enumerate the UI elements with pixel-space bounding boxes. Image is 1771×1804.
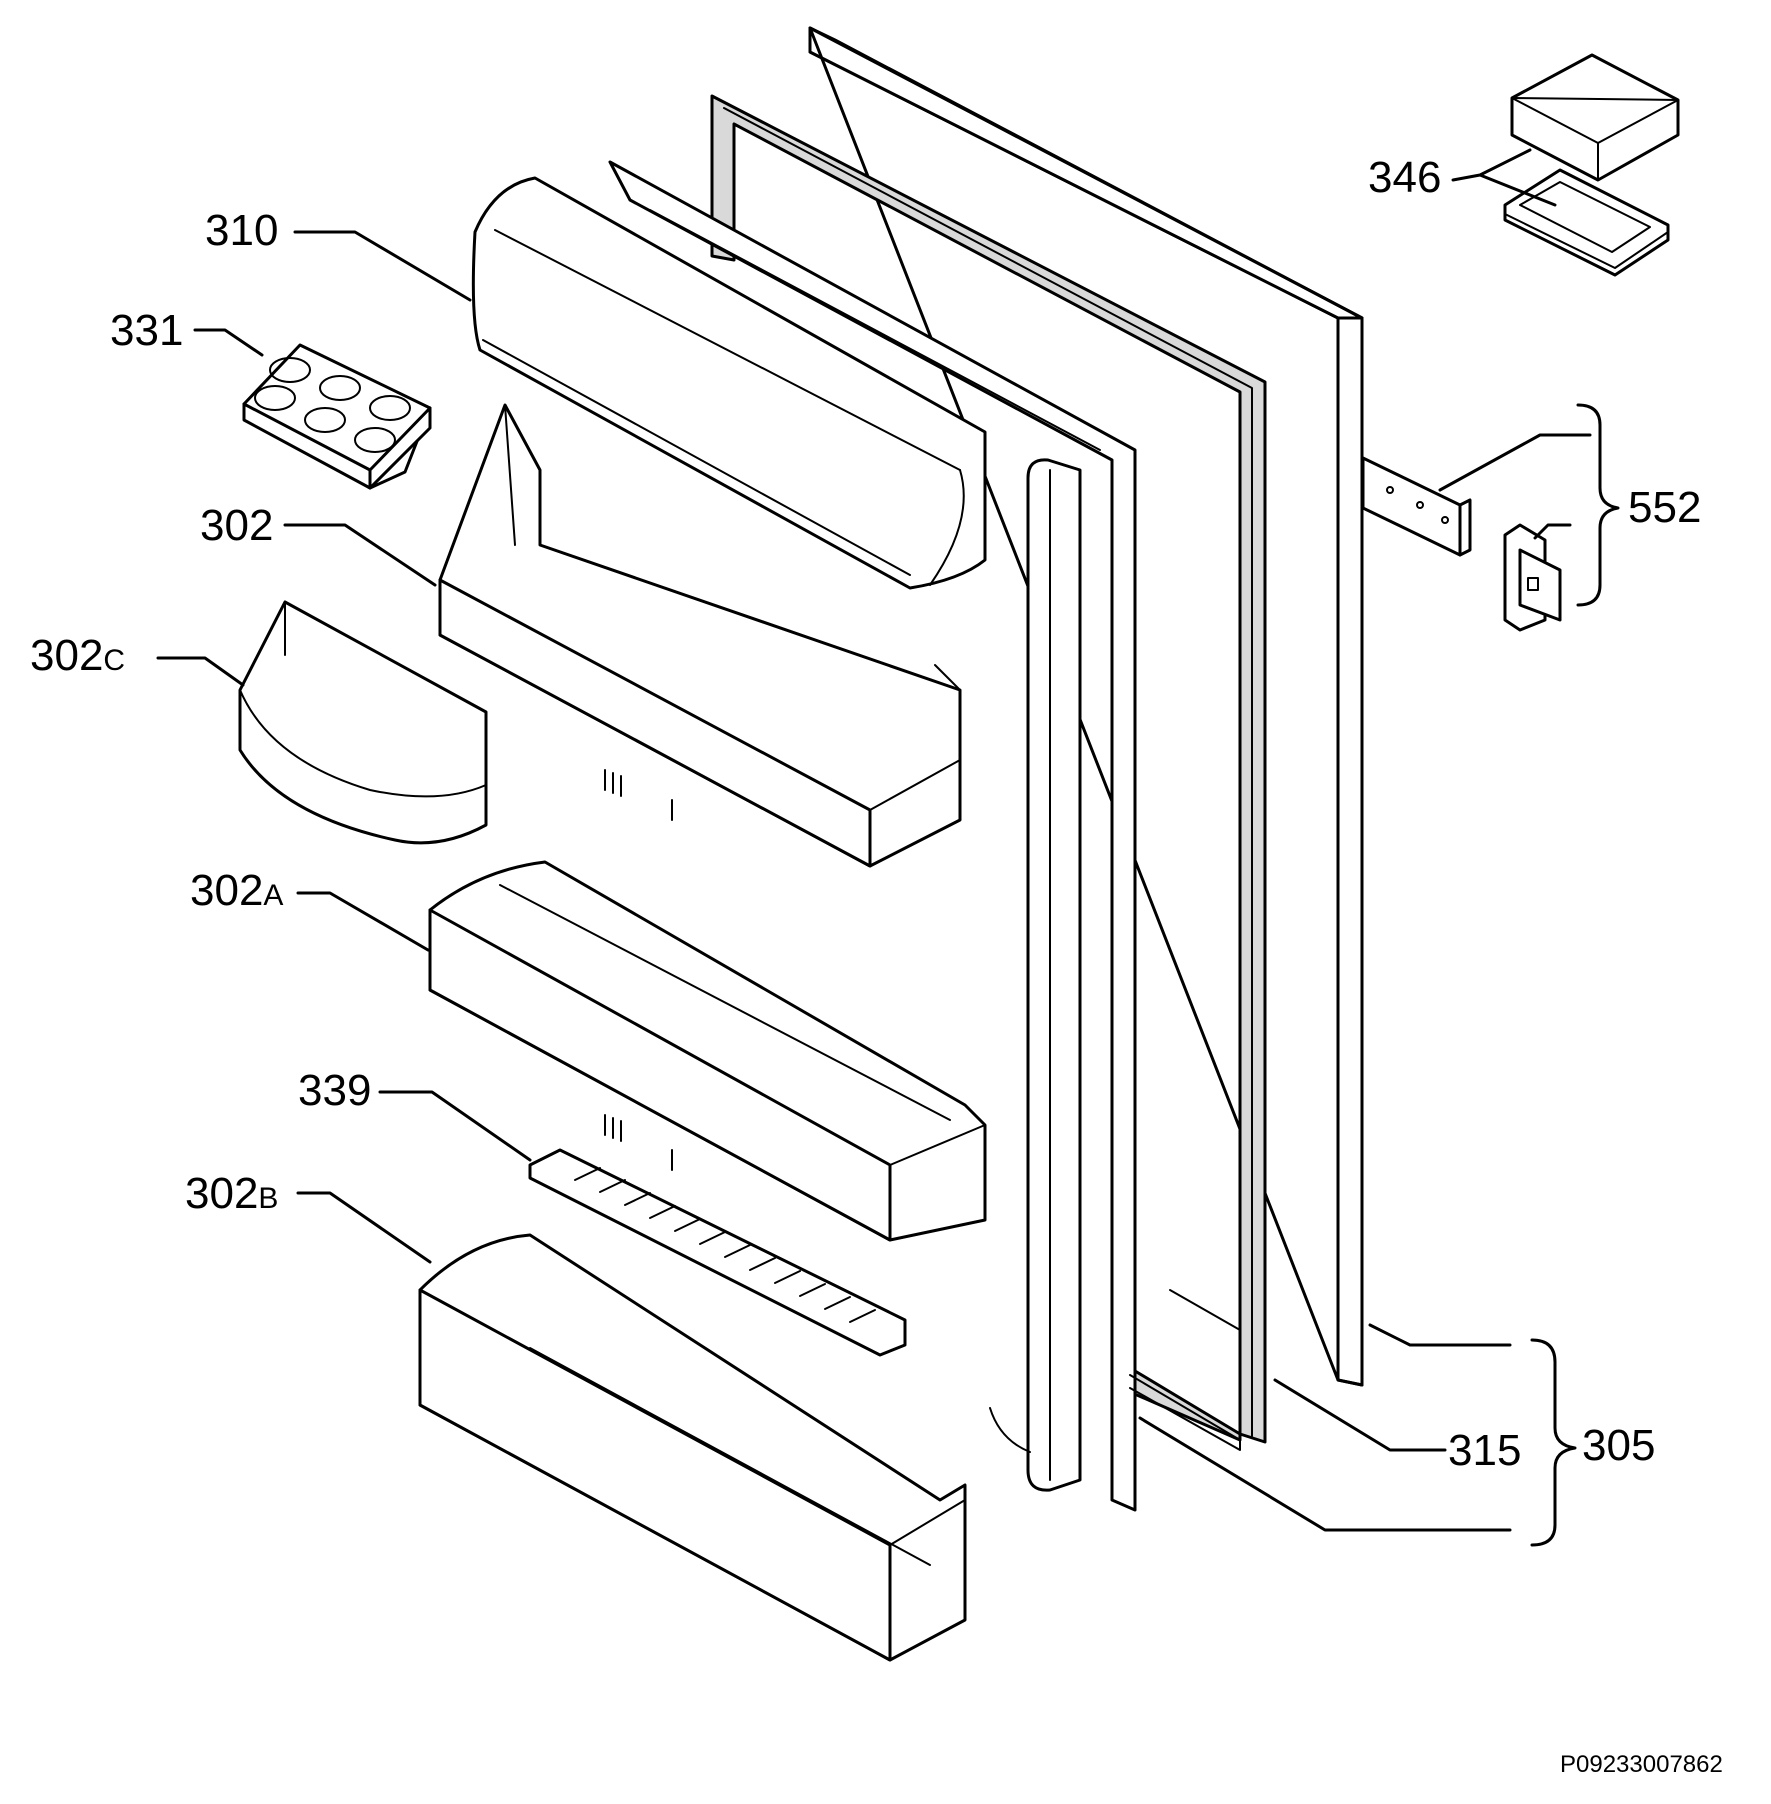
leader-315	[1273, 1378, 1447, 1452]
label-305: 305	[1582, 1421, 1655, 1470]
label-302a: 302A	[190, 866, 283, 915]
label-339: 339	[298, 1066, 371, 1115]
leader-346	[1451, 148, 1557, 207]
outer-door-panel	[808, 26, 1364, 1387]
leader-302b	[296, 1191, 432, 1264]
drawing-code: P09233007862	[1560, 1751, 1723, 1778]
top-cover-shelf	[471, 176, 987, 590]
leader-305-bottom	[1138, 1416, 1512, 1532]
leader-302	[283, 523, 437, 587]
label-552: 552	[1628, 483, 1701, 532]
hinge-kit	[1361, 456, 1562, 632]
inner-door-liner	[608, 160, 1241, 1512]
middle-shelf	[428, 860, 987, 1242]
bottle-holder	[528, 1148, 907, 1357]
leader-305-top	[1368, 1323, 1512, 1347]
leader-302a	[296, 891, 430, 952]
leader-lines	[156, 148, 1592, 1532]
label-331: 331	[110, 306, 183, 355]
door-gasket	[710, 94, 1267, 1444]
label-315: 315	[1448, 1426, 1521, 1475]
label-346: 346	[1368, 153, 1441, 202]
label-302c: 302C	[30, 631, 125, 680]
plug-kit	[1503, 53, 1680, 277]
label-302b: 302B	[185, 1169, 278, 1218]
bottom-shelf	[418, 1233, 967, 1662]
label-302: 302	[200, 501, 273, 550]
small-shelf	[238, 600, 488, 845]
upper-shelf	[438, 403, 962, 868]
brace-552	[1576, 403, 1620, 607]
label-310: 310	[205, 206, 278, 255]
leader-552	[1438, 433, 1592, 540]
brace-305	[1530, 1338, 1577, 1547]
leader-339	[378, 1090, 532, 1162]
egg-tray	[242, 343, 432, 490]
leader-302c	[156, 656, 245, 687]
leader-310	[293, 230, 472, 302]
leader-331	[193, 328, 264, 357]
